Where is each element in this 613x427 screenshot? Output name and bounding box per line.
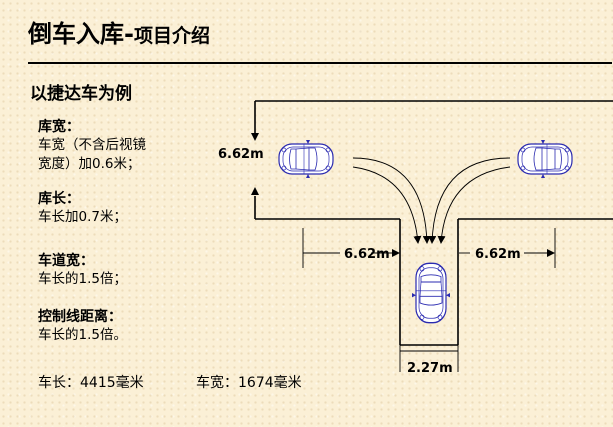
trajectory-left-b (352, 166, 422, 244)
spec-garage-width: 库宽： 车宽（不含后视镜 宽度）加0.6米； (38, 116, 146, 174)
spec-label: 车道宽： (38, 253, 94, 269)
spec-control-line-distance: 控制线距离： 车长的1.5倍。 (38, 306, 127, 345)
lane-width-label: 6.62m (218, 147, 264, 162)
car-right (517, 139, 573, 179)
trajectory-right-b (437, 166, 511, 244)
page-title: 倒车入库-项目介绍 (28, 14, 210, 49)
trajectory-left-a (352, 157, 431, 244)
spec-value-line: 车长的1.5倍； (38, 271, 127, 287)
spec-label: 库宽： (38, 119, 80, 135)
title-sub: 项目介绍 (133, 25, 210, 47)
spec-label: 控制线距离： (38, 309, 122, 325)
road-outline (254, 100, 613, 346)
spec-value-line: 车宽（不含后视镜 (38, 137, 146, 153)
trajectory-right-a (428, 157, 511, 244)
car-parked (411, 262, 451, 324)
subtitle: 以捷达车为例 (30, 84, 132, 104)
spec-value-line: 宽度）加0.6米； (38, 156, 141, 172)
title-main: 倒车入库- (28, 20, 134, 48)
spec-label: 库长： (38, 191, 80, 207)
spec-lane-width: 车道宽： 车长的1.5倍； (38, 250, 127, 289)
spec-value-line: 车长加0.7米； (38, 209, 127, 225)
right-control-label: 6.62m (475, 247, 521, 262)
spec-garage-length: 库长： 车长加0.7米； (38, 188, 127, 227)
car-width-text: 车宽：1674毫米 (196, 375, 302, 391)
reverse-trajectories (352, 157, 511, 244)
garage-width-label: 2.27m (407, 361, 453, 376)
title-divider (28, 62, 612, 64)
dimension-lines (251, 133, 556, 372)
spec-value-line: 车长的1.5倍。 (38, 327, 127, 343)
car-length-text: 车长：4415毫米 (38, 375, 144, 391)
left-control-label: 6.62m (344, 247, 390, 262)
car-left (278, 139, 334, 179)
